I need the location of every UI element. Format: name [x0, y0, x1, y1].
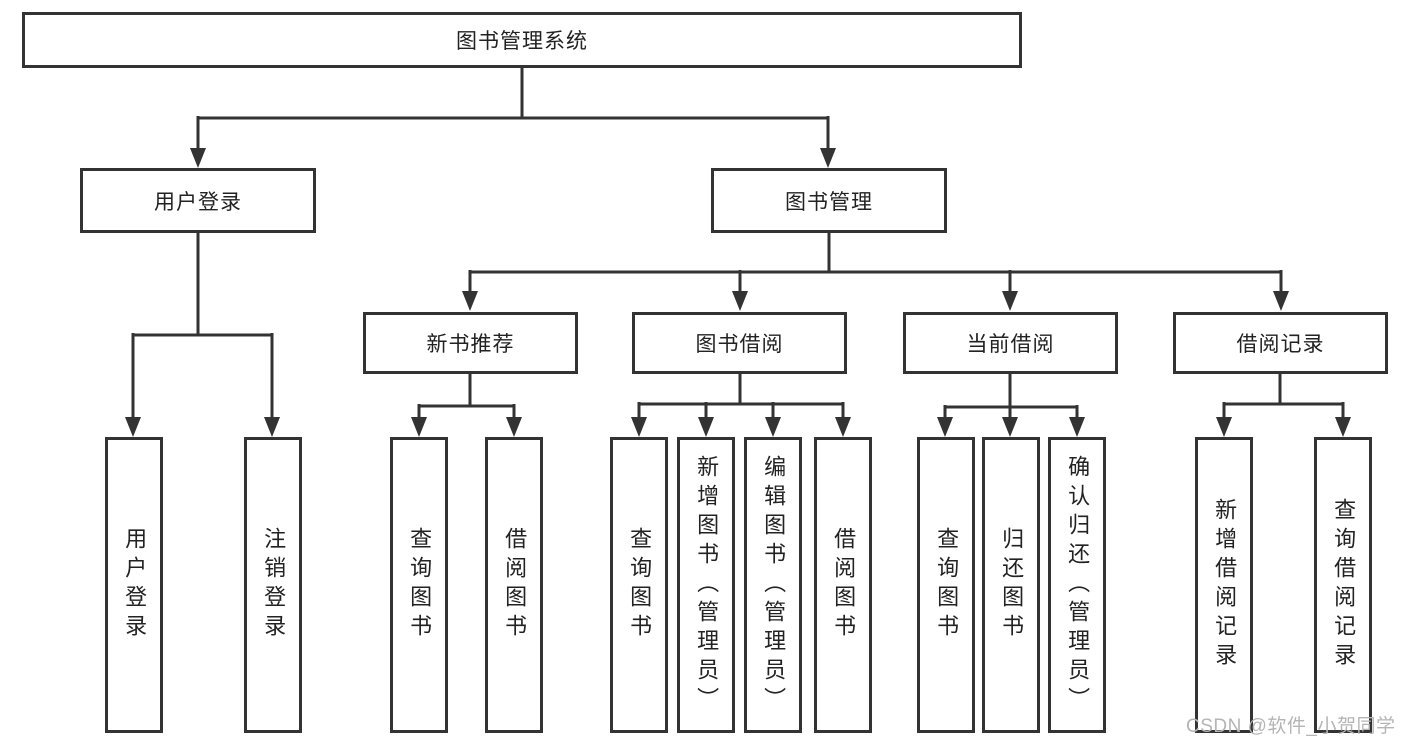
leaf-borrow-query: 查询图书	[610, 437, 668, 733]
node-new-book-recommend: 新书推荐	[363, 312, 578, 374]
leaf-borrow-add-admin-label: 新增图书（管理员）	[694, 454, 720, 716]
connector-login-to-leaves	[125, 233, 280, 437]
csdn-watermark: CSDN @软件_小贺同学	[1186, 716, 1396, 737]
connector-mgmt-to-level3	[462, 233, 1289, 311]
leaf-borrow-query-label: 查询图书	[627, 527, 653, 643]
node-borrow-records: 借阅记录	[1173, 312, 1388, 374]
leaf-newbook-query-label: 查询图书	[407, 527, 433, 643]
leaf-records-add-label: 新增借阅记录	[1212, 498, 1238, 672]
leaf-user-login: 用户登录	[105, 437, 163, 733]
leaf-borrow-borrow: 借阅图书	[814, 437, 872, 733]
leaf-logout: 注销登录	[244, 437, 302, 733]
connector-root-to-level2	[190, 68, 836, 168]
node-current-borrow: 当前借阅	[903, 312, 1118, 374]
leaf-current-confirm-admin: 确认归还（管理员）	[1048, 437, 1106, 733]
connector-current-to-leaves	[937, 374, 1085, 437]
leaf-current-query: 查询图书	[917, 437, 975, 733]
node-root: 图书管理系统	[22, 12, 1022, 68]
leaf-newbook-borrow-label: 借阅图书	[502, 527, 528, 643]
leaf-current-query-label: 查询图书	[934, 527, 960, 643]
leaf-current-return: 归还图书	[982, 437, 1040, 733]
node-book-borrow: 图书借阅	[632, 312, 847, 374]
leaf-borrow-add-admin: 新增图书（管理员）	[677, 437, 735, 733]
leaf-borrow-edit-admin: 编辑图书（管理员）	[744, 437, 802, 733]
leaf-logout-label: 注销登录	[261, 527, 287, 643]
leaf-records-query: 查询借阅记录	[1314, 437, 1372, 733]
leaf-borrow-edit-admin-label: 编辑图书（管理员）	[761, 454, 787, 716]
leaf-newbook-query: 查询图书	[390, 437, 448, 733]
leaf-newbook-borrow: 借阅图书	[485, 437, 543, 733]
node-book-management: 图书管理	[711, 168, 947, 233]
leaf-user-login-label: 用户登录	[122, 527, 148, 643]
leaf-records-add: 新增借阅记录	[1195, 437, 1253, 733]
leaf-records-query-label: 查询借阅记录	[1331, 498, 1357, 672]
node-user-login: 用户登录	[80, 168, 316, 233]
connector-records-to-leaves	[1216, 374, 1351, 437]
leaf-current-confirm-admin-label: 确认归还（管理员）	[1065, 454, 1091, 716]
leaf-current-return-label: 归还图书	[999, 527, 1025, 643]
leaf-borrow-borrow-label: 借阅图书	[831, 527, 857, 643]
connector-borrow-to-leaves	[631, 374, 851, 437]
connector-newbook-to-leaves	[411, 374, 522, 437]
